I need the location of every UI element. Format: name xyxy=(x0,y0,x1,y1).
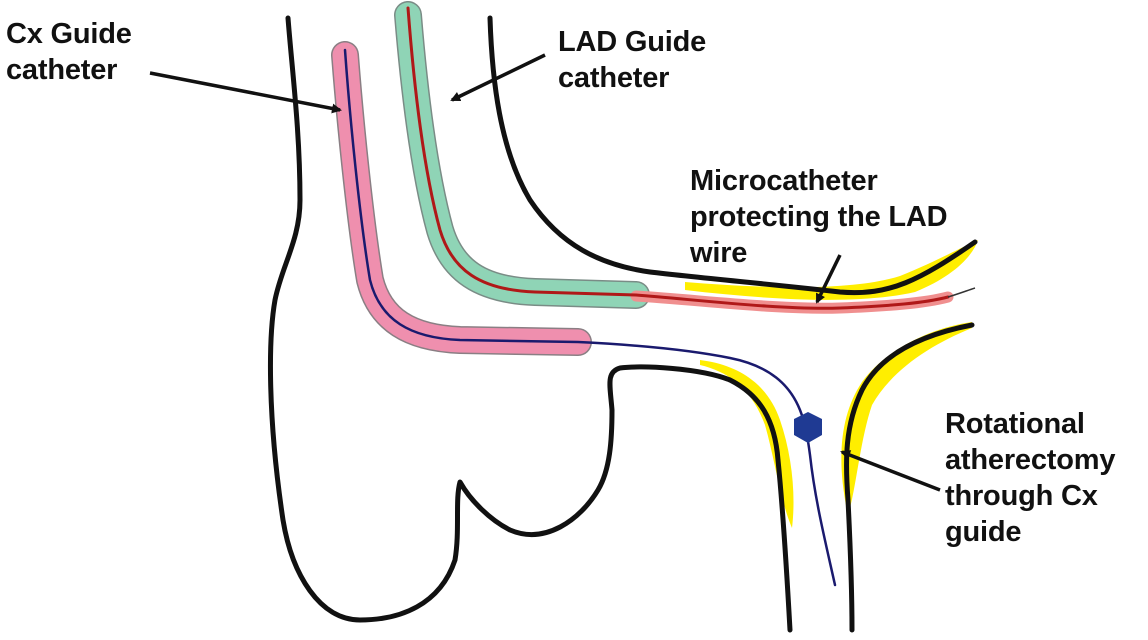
vessel-walls xyxy=(270,18,975,630)
rotablator-burr xyxy=(794,412,822,443)
label-microcatheter: Microcatheter protecting the LAD wire xyxy=(690,163,947,271)
lad-wire-tip xyxy=(948,288,975,297)
arrow-cx-guide xyxy=(150,73,340,110)
label-cx-guide-catheter: Cx Guide catheter xyxy=(6,16,132,88)
label-lad-guide-catheter: LAD Guide catheter xyxy=(558,24,706,96)
label-rotational-atherectomy: Rotational atherectomy through Cx guide xyxy=(945,406,1115,550)
